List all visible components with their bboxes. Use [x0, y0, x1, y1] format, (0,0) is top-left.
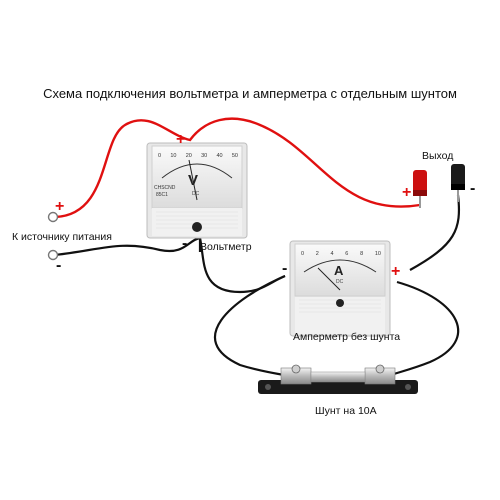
ammeter-zero-knob: [336, 299, 344, 307]
ammeter-label: Амперметр без шунта: [293, 331, 401, 343]
shunt: [258, 364, 418, 394]
voltmeter-tick: 20: [185, 153, 192, 159]
shunt-right-screw: [375, 364, 385, 374]
shunt-left-wire: [214, 274, 296, 379]
ammeter-scale: 0 2 4 6 8 10: [301, 251, 381, 257]
output-minus-sign: -: [470, 180, 476, 197]
shunt-right-wire: [384, 280, 460, 379]
ammeter-positive-wire: [397, 205, 420, 290]
output-positive-terminal[interactable]: [413, 170, 427, 208]
diagram-title: Схема подключения вольтметра и амперметр…: [43, 86, 457, 101]
voltmeter-plus-sign: +: [176, 131, 186, 148]
voltmeter-tick: 30: [201, 153, 208, 159]
source-positive-terminal[interactable]: [47, 211, 59, 223]
output-negative-terminal[interactable]: [451, 164, 465, 202]
voltmeter-brand: CHSCND: [154, 185, 176, 191]
voltmeter-minus-sign: -: [182, 235, 188, 252]
source-minus-sign: -: [56, 257, 62, 274]
voltmeter-unit: V: [188, 172, 199, 189]
output-plus-sign: +: [402, 184, 412, 201]
voltmeter-zero-knob: [192, 222, 202, 232]
ammeter-caption: DC: [336, 279, 344, 285]
source-label: К источнику питания: [12, 231, 112, 243]
output-negative-wire: [409, 194, 461, 271]
ammeter-unit: A: [334, 263, 344, 278]
voltmeter-label: Вольтметр: [200, 241, 252, 253]
voltmeter-tick: 40: [216, 153, 223, 159]
voltmeter-tick: 50: [231, 153, 238, 159]
voltmeter-caption: DC: [192, 191, 200, 197]
ammeter-tick: 0: [301, 251, 305, 257]
ammeter-tick: 2: [315, 251, 319, 257]
output-label: Выход: [422, 150, 454, 162]
ammeter-minus-sign: -: [282, 260, 288, 277]
voltmeter-tick: 0: [158, 153, 162, 159]
ammeter: [289, 240, 391, 337]
ammeter-tick: 10: [374, 251, 381, 257]
ammeter-tick: 4: [330, 251, 334, 257]
ammeter-plus-sign: +: [391, 263, 401, 280]
source-plus-sign: +: [55, 198, 65, 215]
shunt-label: Шунт на 10А: [315, 405, 377, 417]
voltmeter-scale: 0 10 20 30 40 50: [158, 153, 238, 159]
voltmeter: [146, 142, 248, 239]
ammeter-tick: 8: [360, 251, 364, 257]
source-negative-terminal[interactable]: [47, 249, 59, 261]
ammeter-tick: 6: [345, 251, 349, 257]
positive-wire: [54, 117, 421, 219]
shunt-left-screw: [291, 364, 301, 374]
voltmeter-tick: 10: [170, 153, 177, 159]
voltmeter-model: 85C1: [156, 192, 168, 198]
